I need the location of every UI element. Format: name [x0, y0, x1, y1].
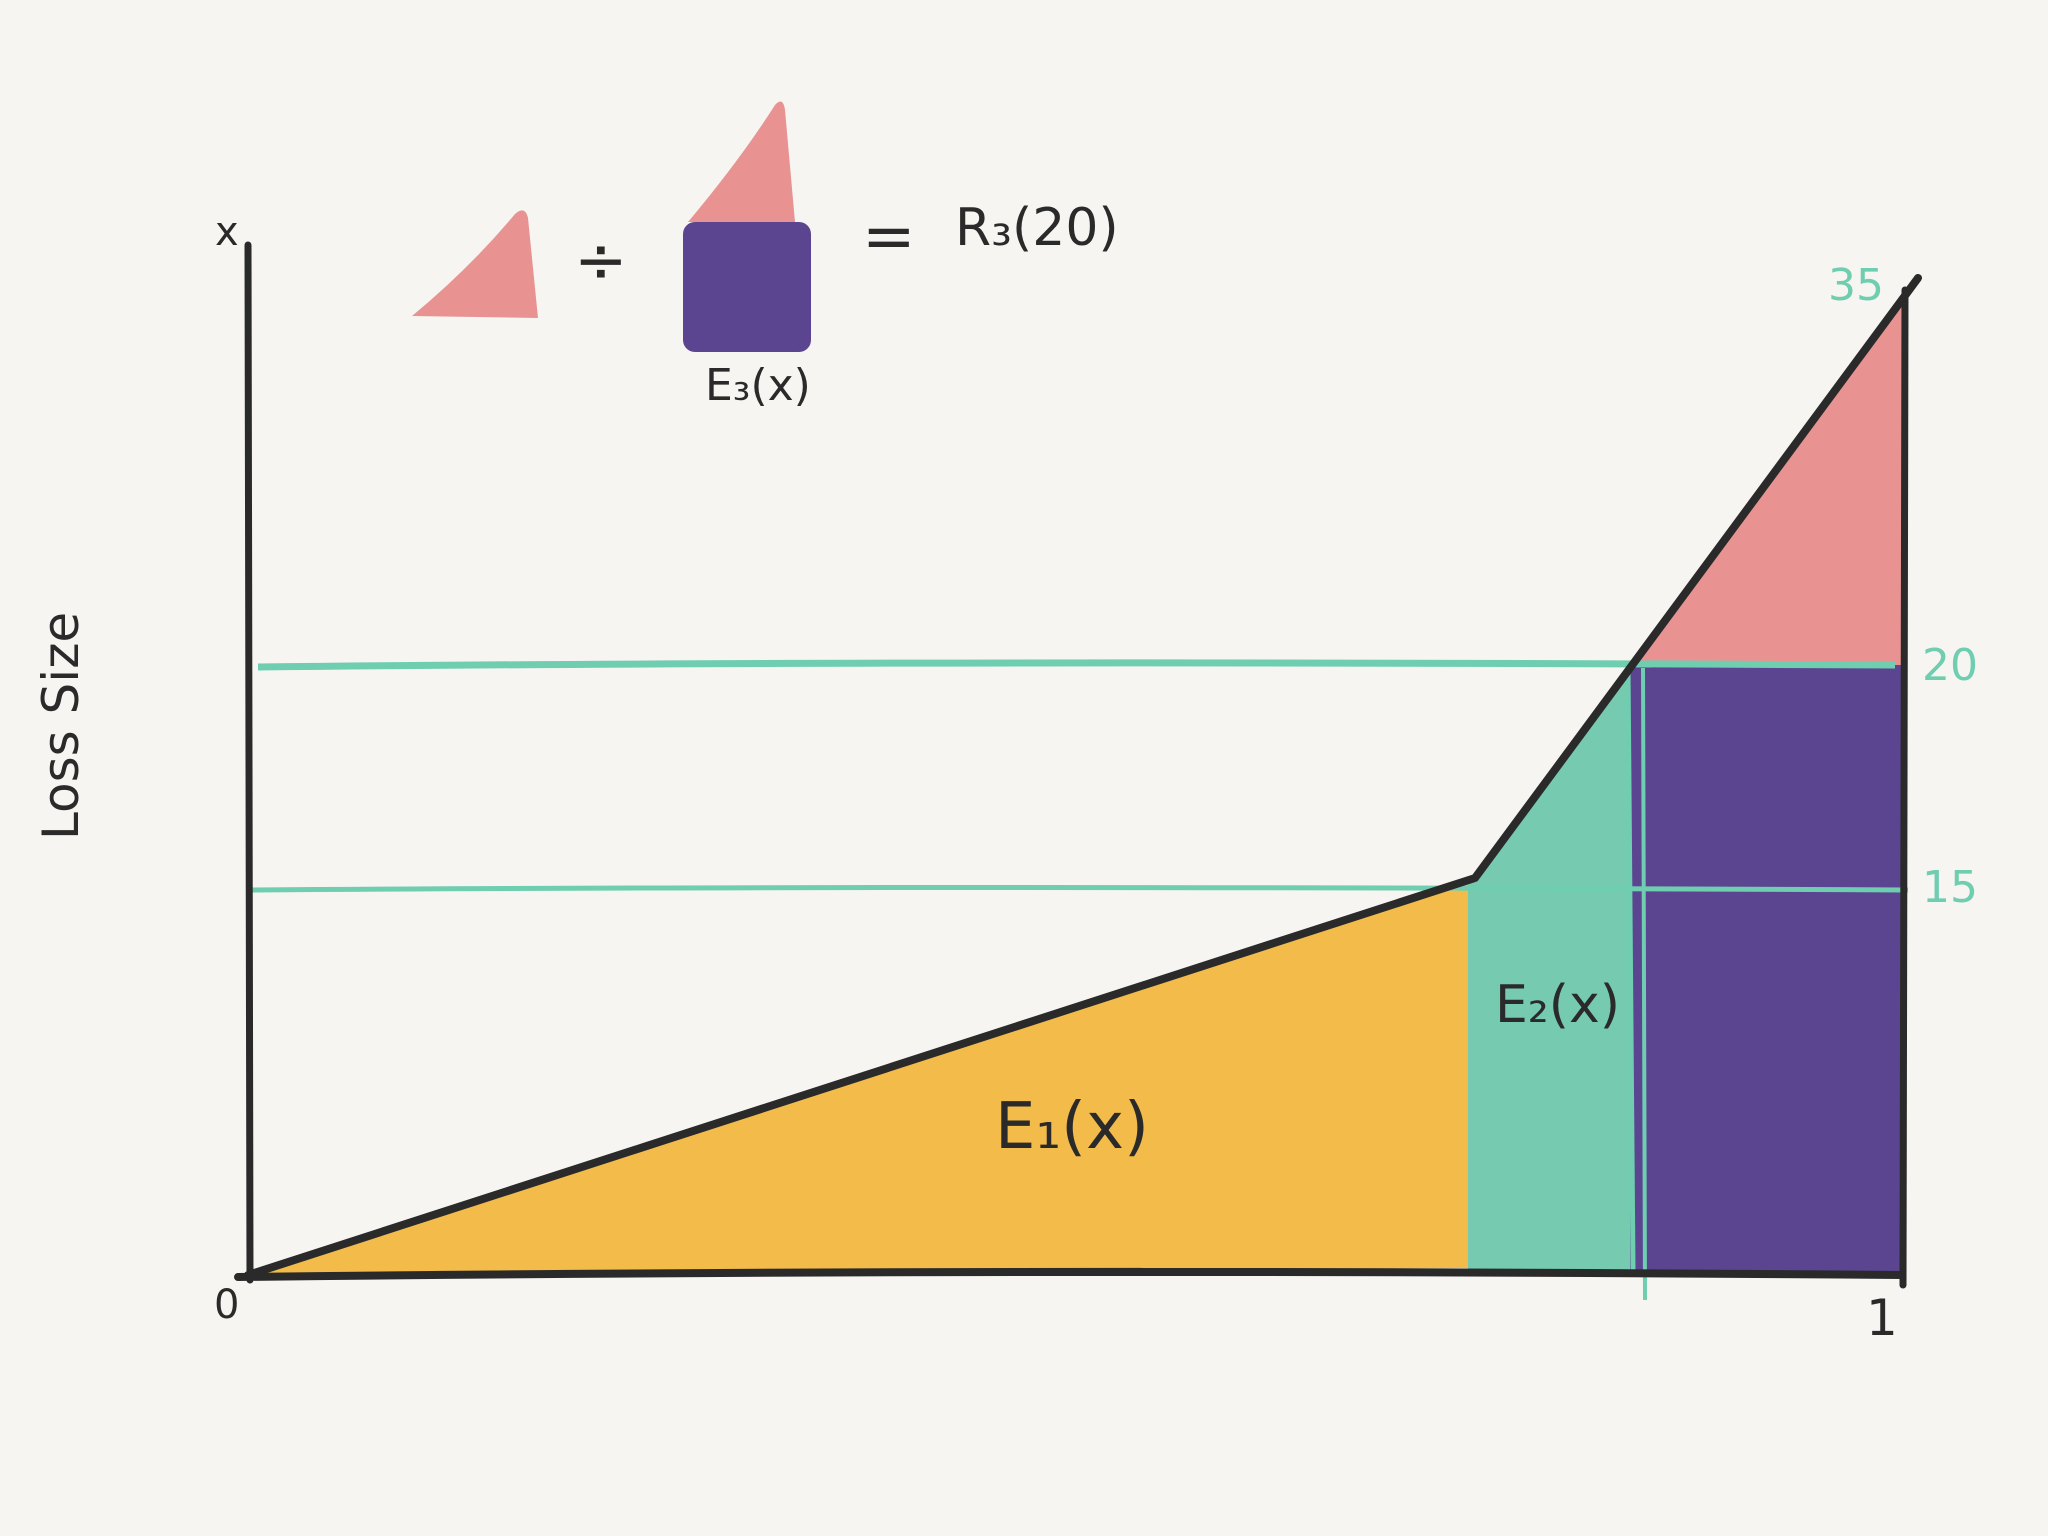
loss-curve	[244, 274, 1922, 1279]
formula-pink-triangle-small	[412, 210, 538, 318]
region-e3-purple	[1630, 665, 1905, 1272]
y-axis-top-tick: x	[215, 209, 239, 255]
formula-equals: =	[862, 200, 916, 274]
region-label-e2: E₂(x)	[1495, 975, 1620, 1035]
y-axis-label: Loss Size	[32, 612, 90, 840]
origin-tick: 0	[214, 1282, 239, 1328]
level-label-top: 35	[1828, 260, 1884, 311]
region-label-e1: E₁(x)	[995, 1090, 1149, 1164]
formula-pink-triangle-large	[688, 101, 795, 222]
x-axis	[234, 1267, 1906, 1281]
region-label-e3: E₃(x)	[705, 360, 811, 411]
formula-divide: ÷	[574, 224, 628, 298]
level-label-lower: 15	[1922, 862, 1978, 913]
level-label-upper: 20	[1922, 640, 1978, 691]
vertical-line-e2-e3	[1625, 667, 1636, 1271]
y-axis	[244, 241, 254, 1284]
level-line-20	[257, 659, 1896, 671]
region-e2-teal	[1468, 665, 1637, 1272]
formula-purple-square	[683, 222, 811, 352]
right-boundary	[1899, 286, 1909, 1289]
level-line-15	[247, 885, 1909, 893]
x-end-tick: 1	[1866, 1289, 1898, 1347]
formula-result: R₃(20)	[955, 198, 1119, 258]
vertical-line-teal-right	[1641, 667, 1647, 1301]
